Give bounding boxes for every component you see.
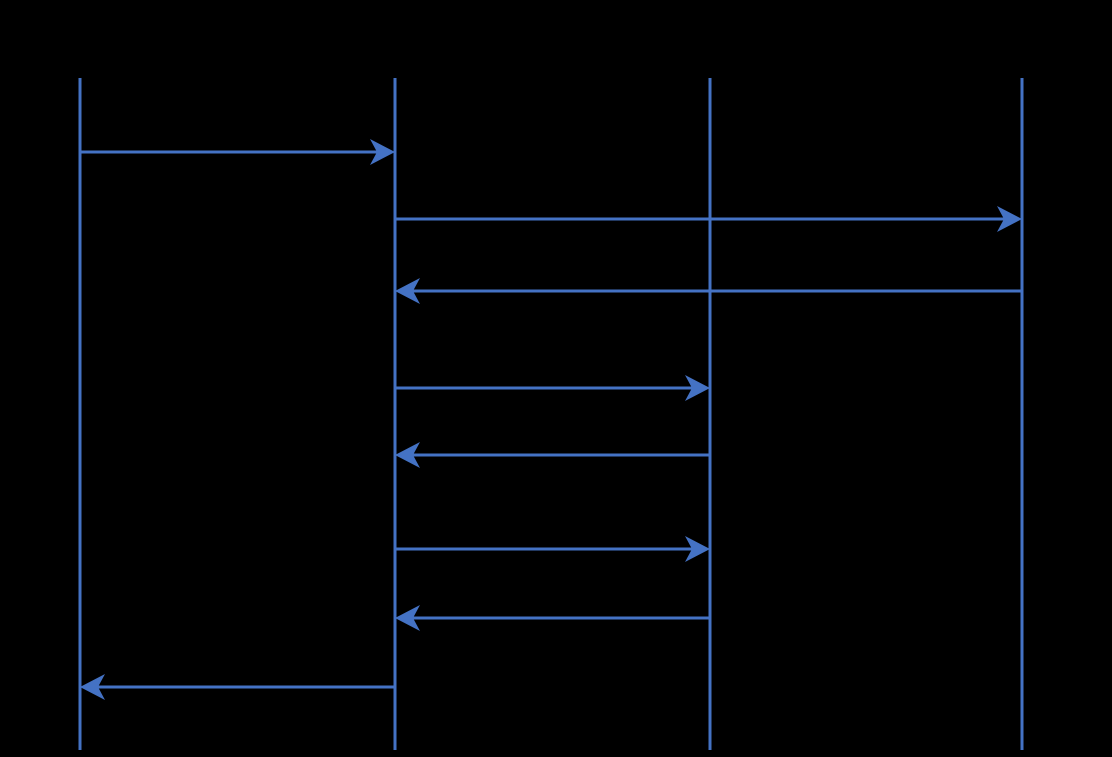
arrowhead-icon [395, 278, 420, 304]
arrowhead-icon [80, 674, 105, 700]
arrowhead-icon [685, 375, 710, 401]
arrowhead-icon [997, 206, 1022, 232]
message-2-arrow [395, 206, 1022, 232]
message-7-arrow [395, 605, 710, 631]
message-5-arrow [395, 442, 710, 468]
message-3-arrow [395, 278, 1022, 304]
arrowhead-icon [395, 442, 420, 468]
arrowhead-icon [685, 536, 710, 562]
message-8-arrow [80, 674, 395, 700]
message-6-arrow [395, 536, 710, 562]
message-1-arrow [80, 139, 395, 165]
arrowhead-icon [370, 139, 395, 165]
message-4-arrow [395, 375, 710, 401]
arrowhead-icon [395, 605, 420, 631]
